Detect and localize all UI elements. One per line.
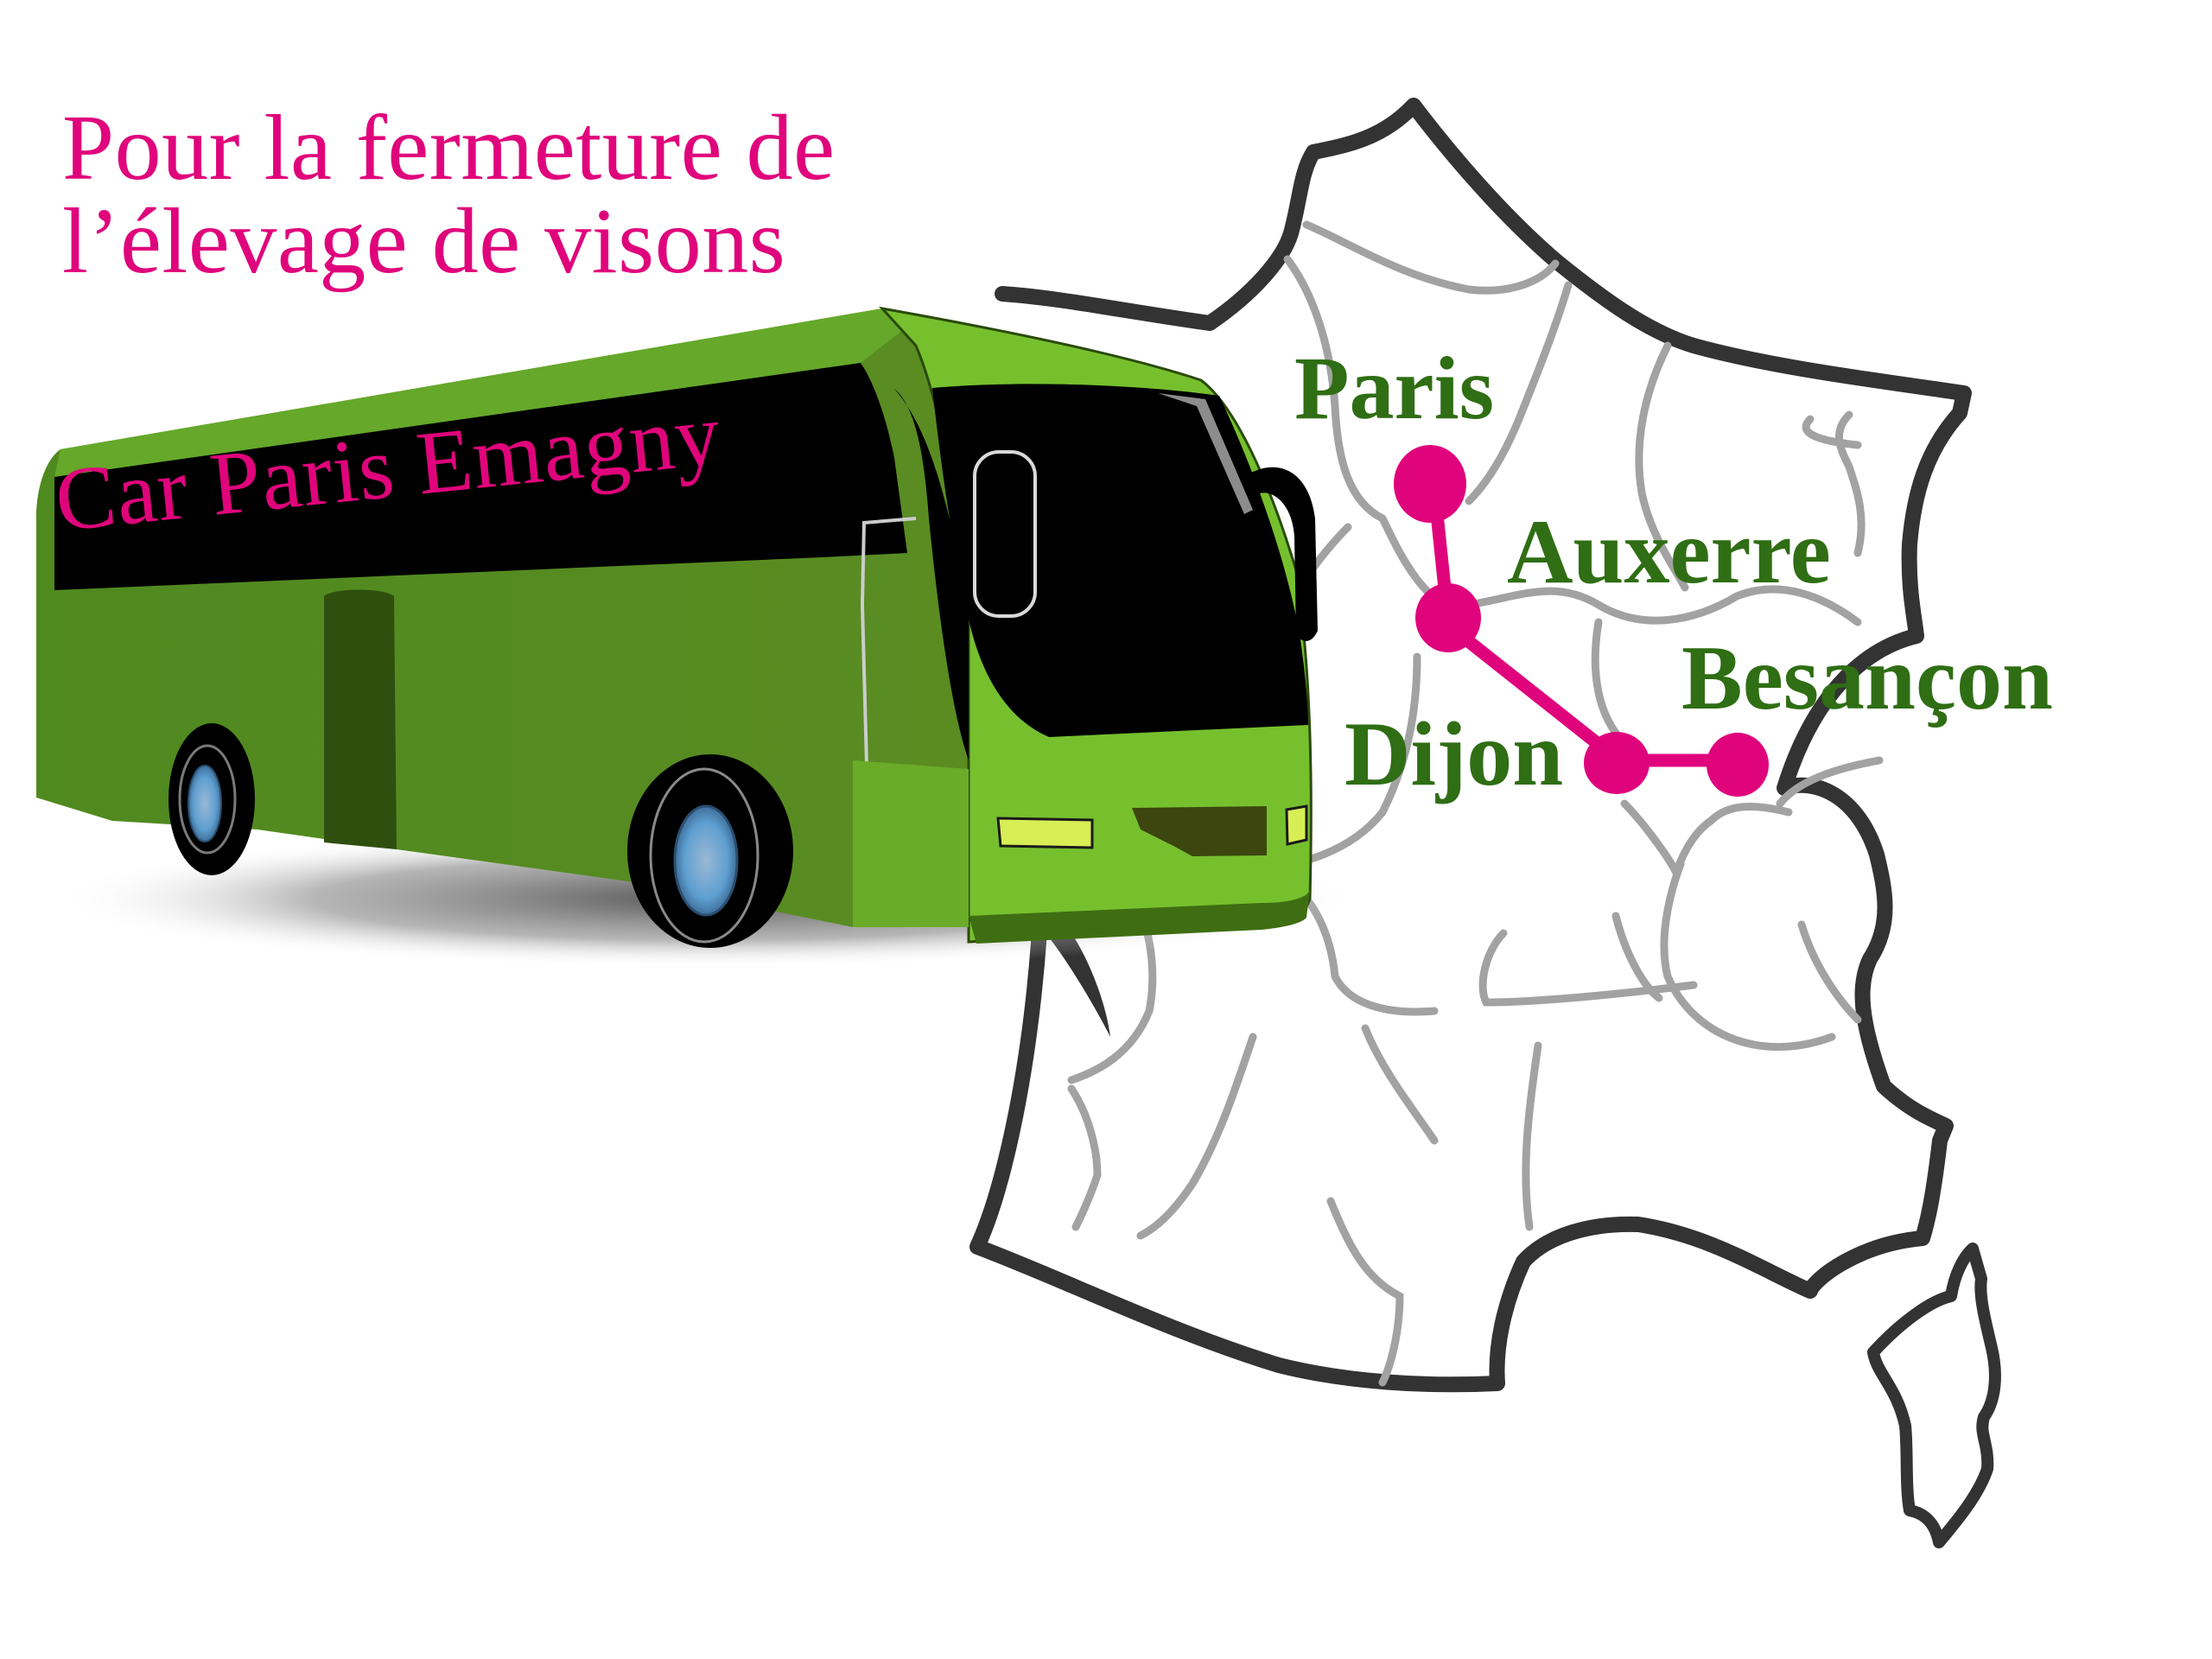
bus-corner-window <box>894 389 969 760</box>
corsica-outline <box>1867 1243 2001 1548</box>
bus-headlight-left <box>996 817 1094 849</box>
city-label-dijon: Dijon <box>1344 703 1564 804</box>
stop-dot-paris <box>1394 445 1466 523</box>
bus-illustration <box>36 306 1365 968</box>
bus-front-door-window <box>973 450 1037 618</box>
bus-side-window <box>54 363 907 590</box>
bus-front-side-panel <box>853 760 969 927</box>
city-label-besancon: Besançon <box>1681 627 2053 728</box>
stop-dot-besancon <box>1707 733 1769 797</box>
city-label-auxerre: Auxerre <box>1507 501 1831 602</box>
city-label-paris: Paris <box>1294 339 1495 438</box>
stop-dot-auxerre <box>1415 583 1481 652</box>
bus-headlight-right <box>1285 804 1308 846</box>
bus-rear-wheel <box>168 723 255 875</box>
bus-mirror <box>1249 467 1318 641</box>
route-stops <box>1394 445 1769 797</box>
headline: Pour la fermeture de l’élevage de visons <box>62 102 836 289</box>
windshield-glare <box>1158 393 1253 514</box>
bus-bumper <box>969 890 1310 944</box>
stop-dot-dijon <box>1584 732 1649 794</box>
headline-line-1: Pour la fermeture de <box>62 97 836 200</box>
bus-door-frame <box>860 517 917 830</box>
bus-side-door <box>324 589 397 849</box>
headline-line-2: l’élevage de visons <box>62 190 786 293</box>
bus-grille <box>1132 806 1267 856</box>
bus-windshield <box>932 384 1308 737</box>
bus-roof <box>54 308 907 477</box>
bus-front-wheel <box>627 754 793 948</box>
